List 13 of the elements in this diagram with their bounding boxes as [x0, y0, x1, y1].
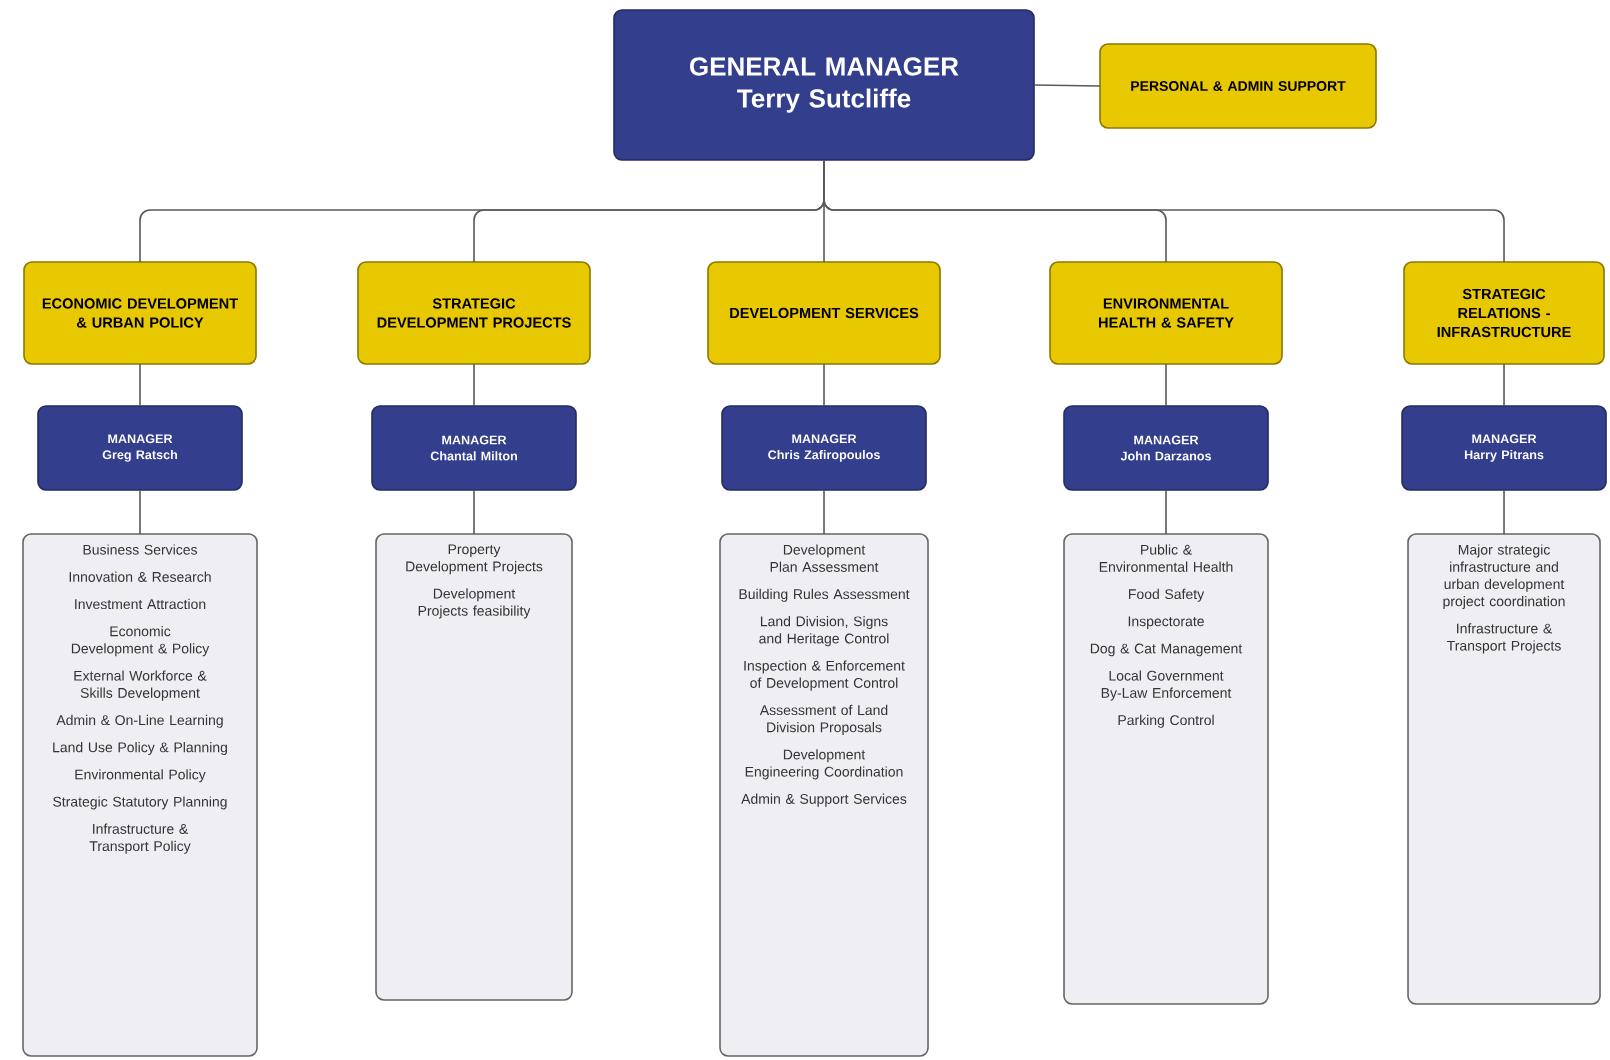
connector-line — [1033, 84, 1101, 87]
connector-line — [1503, 363, 1505, 407]
connector-line — [823, 159, 1505, 263]
connector-line — [1165, 363, 1167, 407]
manager-box: GENERAL MANAGER Terry Sutcliffe — [613, 9, 1035, 161]
connector-line — [139, 489, 141, 535]
connector-line — [1165, 489, 1167, 535]
connector-line — [823, 363, 825, 407]
connector-line — [139, 363, 141, 407]
connector-line — [823, 489, 825, 535]
connector-line — [1503, 489, 1505, 535]
connector-line — [473, 363, 475, 407]
connector-line — [473, 489, 475, 535]
